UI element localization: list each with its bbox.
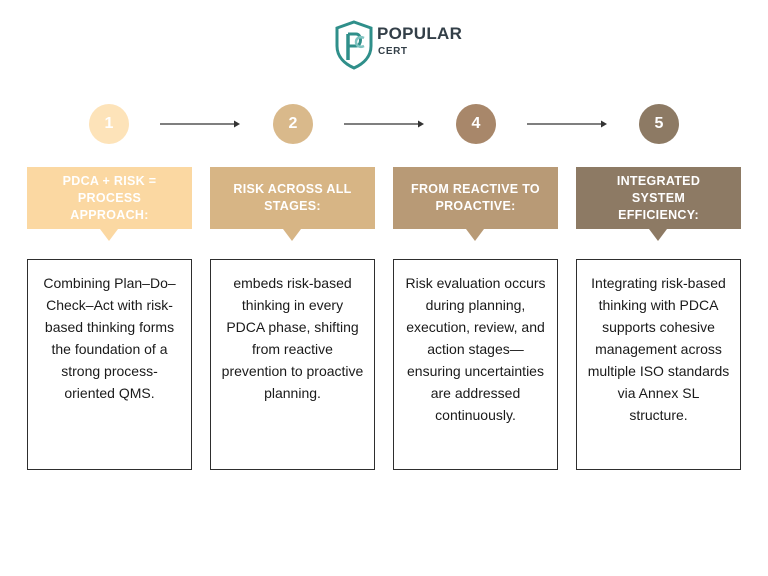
step-2-pointer: [283, 229, 301, 241]
step-3-number: 4: [456, 104, 496, 144]
arrow-right-icon: [527, 120, 607, 128]
shield-logo-icon: [335, 20, 373, 70]
step-4-description-text: Integrating risk-based thinking with PDC…: [587, 275, 730, 423]
step-2-title: RISK ACROSS ALL STAGES:: [210, 167, 375, 229]
step-1-title-text: PDCA + RISK = PROCESS APPROACH:: [62, 173, 157, 222]
step-1-title: PDCA + RISK = PROCESS APPROACH:: [27, 167, 192, 229]
step-1-pointer: [100, 229, 118, 241]
step-2-description: embeds risk-based thinking in every PDCA…: [210, 259, 375, 470]
step-4-description: Integrating risk-based thinking with PDC…: [576, 259, 741, 470]
brand-subname: CERT: [378, 46, 408, 57]
step-2-title-text: RISK ACROSS ALL STAGES:: [233, 182, 352, 213]
step-1-description-text: Combining Plan–Do–Check–Act with risk-ba…: [43, 275, 176, 401]
step-1-number-text: 1: [104, 115, 114, 132]
step-4-number: 5: [639, 104, 679, 144]
step-2-description-text: embeds risk-based thinking in every PDCA…: [221, 275, 364, 401]
step-4-pointer: [649, 229, 667, 241]
step-2-number-text: 2: [288, 115, 298, 132]
step-1-description: Combining Plan–Do–Check–Act with risk-ba…: [27, 259, 192, 470]
step-3-description-text: Risk evaluation occurs during planning, …: [405, 275, 546, 423]
step-2-number: 2: [273, 104, 313, 144]
step-4-title-text: INTEGRATED SYSTEM EFFICIENCY:: [616, 173, 701, 222]
step-3-title-text: FROM REACTIVE TO PROACTIVE:: [411, 182, 540, 213]
step-3-pointer: [466, 229, 484, 241]
step-4-title: INTEGRATED SYSTEM EFFICIENCY:: [576, 167, 741, 229]
popular-cert-logo: POPULAR CERT: [334, 20, 474, 72]
step-1-number: 1: [89, 104, 129, 144]
step-3-description: Risk evaluation occurs during planning, …: [393, 259, 558, 470]
step-4-number-text: 5: [654, 115, 664, 132]
step-3-title: FROM REACTIVE TO PROACTIVE:: [393, 167, 558, 229]
brand-name: POPULAR: [377, 24, 463, 43]
arrow-right-icon: [160, 120, 240, 128]
step-3-number-text: 4: [471, 115, 481, 132]
arrow-right-icon: [344, 120, 424, 128]
